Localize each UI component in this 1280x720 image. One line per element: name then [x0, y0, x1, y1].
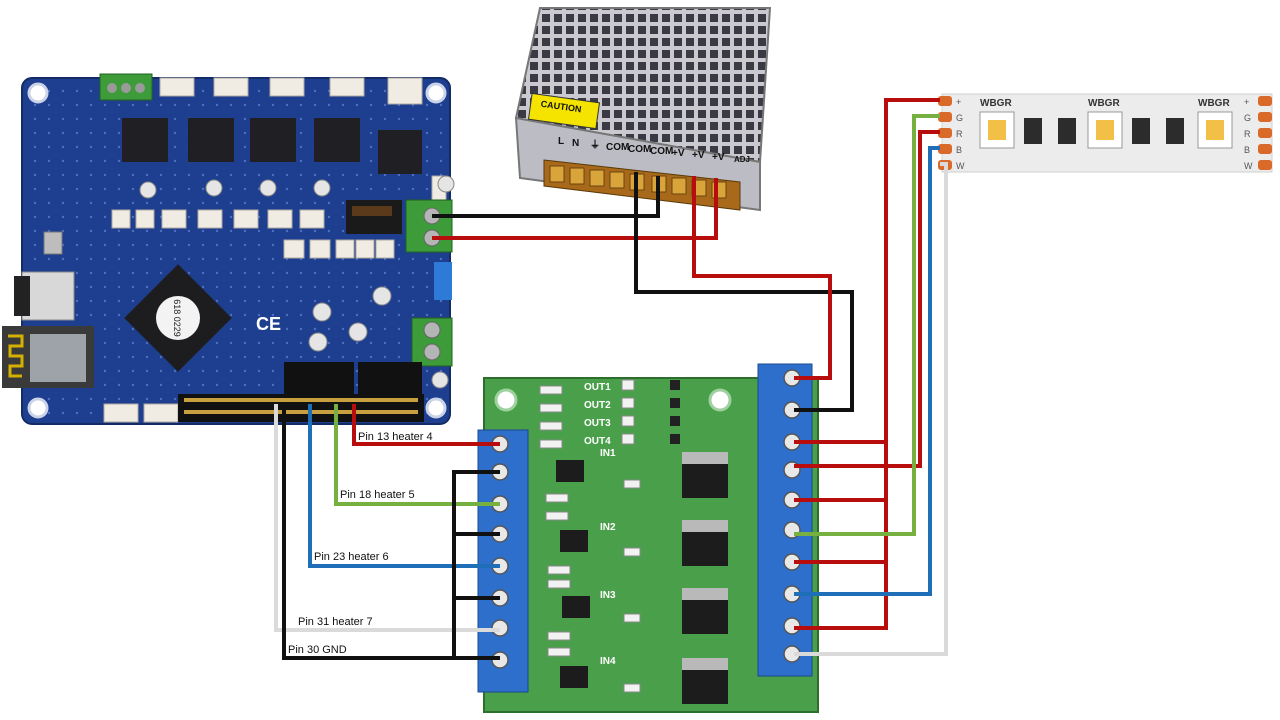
pad-label-w: W [1244, 161, 1253, 171]
terminal-label-com: COM [650, 146, 673, 157]
pad-label-plus: + [956, 97, 961, 107]
wire-red-pin13 [352, 404, 500, 446]
out2-label: OUT2 [584, 400, 611, 411]
led-label: WBGR [1198, 98, 1230, 109]
led-strip: WBGR WBGR WBGR + G R [938, 93, 1273, 173]
wire-red-led-r [794, 130, 940, 468]
in2-label: IN2 [600, 522, 616, 533]
controller-board: 618 0229 CE [2, 73, 455, 425]
mosfet-board: OUT1 OUT2 OUT3 OUT4 IN1 IN2 IN3 IN4 [477, 363, 819, 713]
terminal-label-v: +V [672, 148, 685, 159]
stepper-driver [188, 118, 234, 162]
label-pin30: Pin 30 GND [288, 644, 347, 656]
mount-hole [27, 397, 49, 419]
stepper-driver [122, 118, 168, 162]
pad-label-r: R [956, 129, 963, 139]
terminal-label-v: +V [712, 152, 725, 163]
wire-green-led-g [794, 114, 940, 536]
resistor [1058, 118, 1076, 144]
ce-mark: CE [256, 314, 281, 334]
caution-label [527, 92, 601, 130]
stepper-driver [378, 130, 422, 174]
chip-label: 618 0229 [172, 299, 182, 337]
led-label: WBGR [980, 98, 1012, 109]
wire-green-pin18 [334, 404, 500, 506]
mount-hole [425, 82, 447, 104]
label-pin18: Pin 18 heater 5 [340, 489, 415, 501]
resistor [1166, 118, 1184, 144]
out3-label: OUT3 [584, 418, 611, 429]
optocoupler [556, 460, 584, 482]
power-supply: CAUTION L N ⏚ COM COM COM +V +V +V ADJ [514, 7, 772, 212]
terminal-label-com: COM [628, 144, 651, 155]
pad-label-plus: + [1244, 97, 1249, 107]
optocoupler [562, 596, 590, 618]
wire-white-pin31 [274, 404, 500, 632]
mount-hole [27, 82, 49, 104]
wire-red-psu-controller [432, 178, 718, 240]
resistor [1024, 118, 1042, 144]
resistor [1132, 118, 1150, 144]
pad-label-b: B [956, 145, 962, 155]
stepper-driver [314, 118, 360, 162]
label-pin13: Pin 13 heater 4 [358, 431, 433, 443]
led-label: WBGR [1088, 98, 1120, 109]
pad-label-r: R [1244, 129, 1251, 139]
terminal-label-com: COM [606, 142, 629, 153]
wire-black-psu-controller [432, 176, 660, 218]
wire-black-pin30-gnd [282, 404, 500, 660]
in3-label: IN3 [600, 590, 616, 601]
led-chip: WBGR [1087, 98, 1123, 149]
mosfet [682, 588, 728, 634]
mosfet [682, 452, 728, 498]
usb-port [43, 231, 63, 255]
label-pin31: Pin 31 heater 7 [298, 616, 373, 628]
mount-hole [425, 397, 447, 419]
stepper-driver [250, 118, 296, 162]
in1-label: IN1 [600, 448, 616, 459]
pad-label-w: W [956, 161, 965, 171]
label-pin23: Pin 23 heater 6 [314, 551, 389, 563]
out4-label: OUT4 [584, 436, 611, 447]
expansion-header [284, 362, 354, 396]
optocoupler [560, 530, 588, 552]
led-chip: WBGR [1197, 98, 1233, 149]
pad-label-g: G [956, 113, 963, 123]
mosfet [682, 658, 728, 704]
terminal-label-n: N [572, 138, 579, 149]
terminal-label-l: L [558, 136, 564, 147]
terminal-label-v: +V [692, 150, 705, 161]
terminal-label-ground: ⏚ [590, 139, 600, 151]
wire-red-psu-mosfet [692, 176, 832, 380]
optocoupler [560, 666, 588, 688]
led-chip: WBGR [979, 98, 1015, 149]
out1-label: OUT1 [584, 382, 611, 393]
wire-blue-led-b [794, 146, 940, 596]
mcu-chip: 618 0229 [124, 264, 232, 372]
wire-white-led-w [794, 162, 948, 656]
fuse [434, 262, 452, 300]
wire-red-led-plus [794, 98, 940, 630]
wire-blue-pin23 [308, 404, 500, 568]
pad-label-b: B [1244, 145, 1250, 155]
wires [274, 98, 948, 660]
mosfet [682, 520, 728, 566]
in4-label: IN4 [600, 656, 616, 667]
adj-label: ADJ [734, 155, 750, 164]
pad-label-g: G [1244, 113, 1251, 123]
wire-black-psu-mosfet [634, 172, 854, 412]
